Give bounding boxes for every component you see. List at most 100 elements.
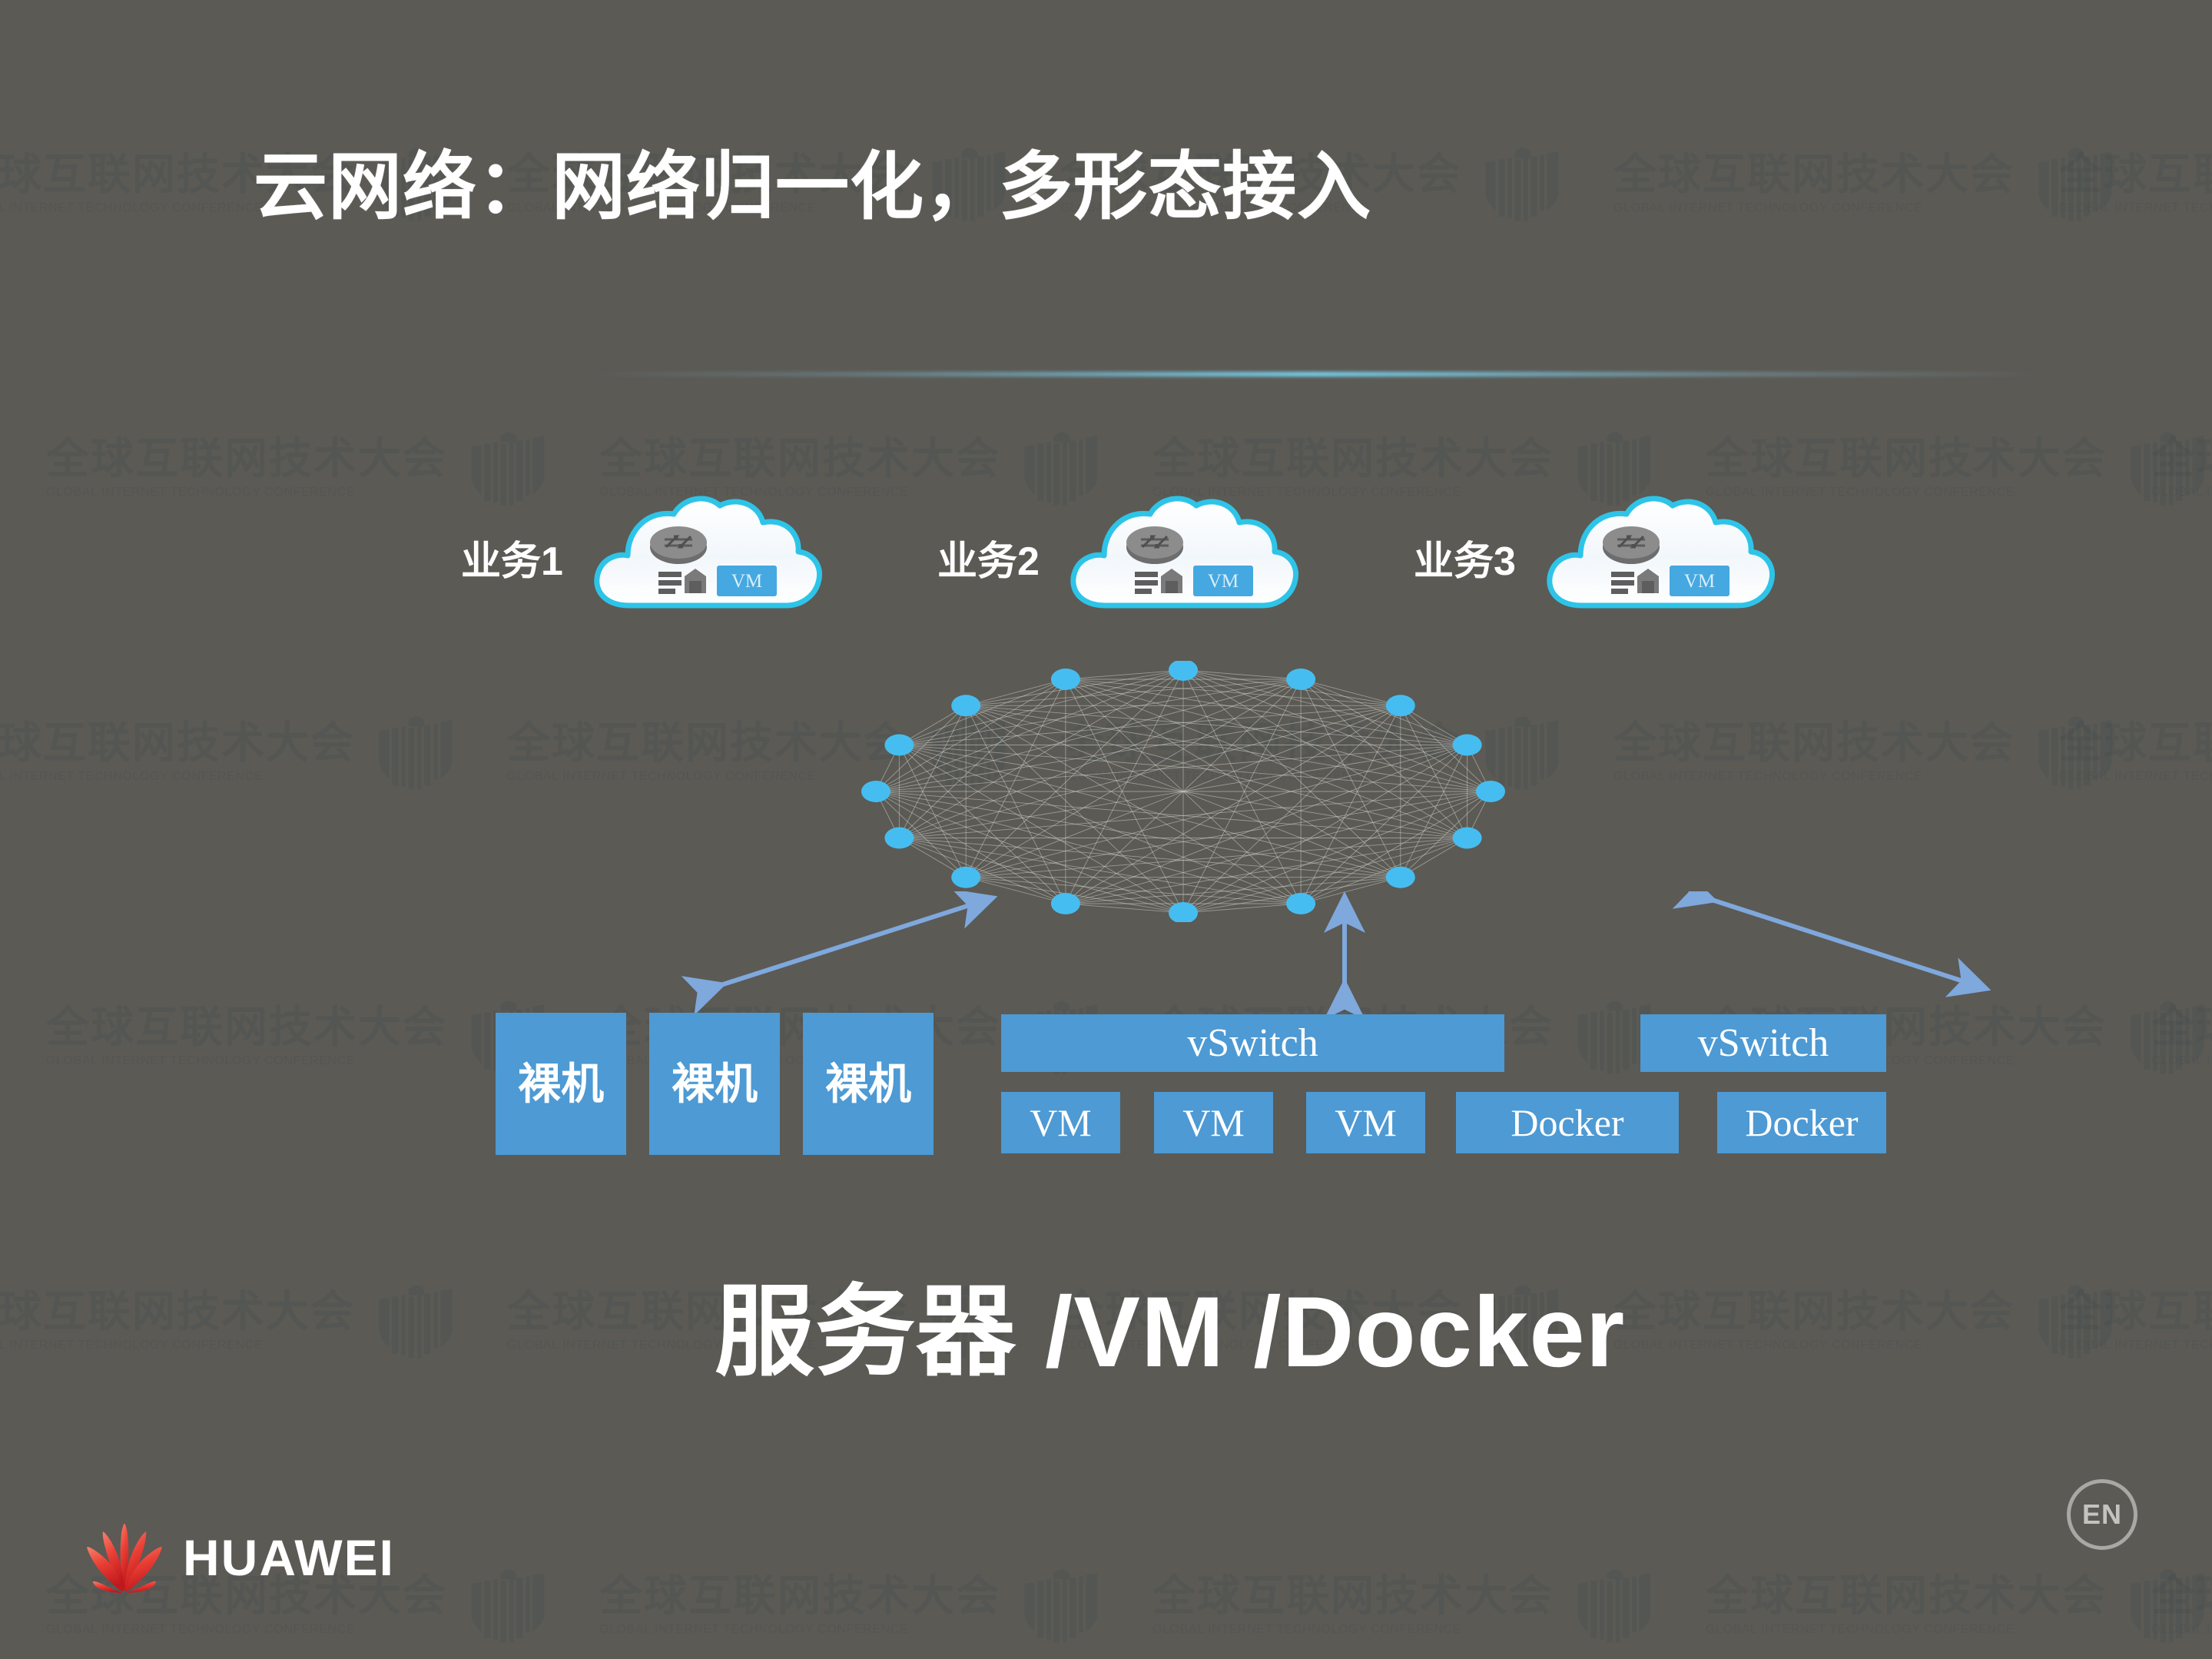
- vm-box[interactable]: VM: [1001, 1092, 1120, 1153]
- bare-metal-box[interactable]: 裸机: [803, 1013, 934, 1155]
- mesh-node: [884, 827, 914, 849]
- mesh-node: [1452, 734, 1482, 756]
- watermark-tile: 全球互联网技术大会 GLOBAL INTERNET TECHNOLOGY CON…: [2151, 426, 2212, 509]
- watermark-en: GLOBAL INTERNET TECHNOLOGY CONFERENCE: [2151, 1623, 2212, 1636]
- arrow-left: [681, 891, 998, 1016]
- watermark-cn: 全球互联网技术大会: [2059, 718, 2212, 767]
- mesh-node: [951, 695, 981, 717]
- watermark-tile: 全球互联网技术大会 GLOBAL INTERNET TECHNOLOGY CON…: [46, 995, 550, 1078]
- watermark-cn: 全球互联网技术大会: [46, 434, 447, 483]
- server-icon: [658, 569, 706, 594]
- watermark-tile: 全球互联网技术大会 GLOBAL INTERNET TECHNOLOGY CON…: [2059, 711, 2212, 794]
- network-fabric-mesh: [845, 661, 1521, 922]
- watermark-en: GLOBAL INTERNET TECHNOLOGY CONFERENCE: [2059, 770, 2212, 783]
- watermark-tile: 全球互联网技术大会 GLOBAL INTERNET TECHNOLOGY CON…: [1613, 1279, 2117, 1362]
- arrow-right: [1672, 891, 1991, 997]
- watermark-cn: 全球互联网技术大会: [1613, 1287, 2015, 1335]
- mesh-node: [951, 866, 981, 888]
- watermark-en: GLOBAL INTERNET TECHNOLOGY CONFERENCE: [1152, 1623, 1462, 1636]
- mesh-node: [1286, 669, 1316, 690]
- watermark-cn: 全球互联网技术大会: [2059, 1287, 2212, 1335]
- watermark-en: GLOBAL INTERNET TECHNOLOGY CONFERENCE: [1706, 1623, 2015, 1636]
- huawei-logo: HUAWEI: [85, 1518, 395, 1598]
- mesh-node: [1385, 695, 1415, 717]
- watermark-en: GLOBAL INTERNET TECHNOLOGY CONFERENCE: [2059, 201, 2212, 214]
- mesh-node: [1169, 661, 1198, 681]
- watermark-cn: 全球互联网技术大会: [2151, 1571, 2212, 1620]
- vm-box[interactable]: VM: [1154, 1092, 1273, 1153]
- watermark-en: GLOBAL INTERNET TECHNOLOGY CONFERENCE: [46, 486, 356, 499]
- watermark-cn: 全球互联网技术大会: [1613, 150, 2015, 198]
- cloud-icon: VM: [585, 492, 838, 622]
- cloud-icon: VM: [1537, 492, 1791, 622]
- service-label: 业务1: [461, 539, 563, 584]
- server-icon: [1134, 569, 1182, 594]
- mesh-links: [875, 669, 1491, 914]
- watermark-cn: 全球互联网技术大会: [599, 434, 1000, 483]
- vm-chip: VM: [716, 566, 777, 596]
- watermark-en: GLOBAL INTERNET TECHNOLOGY CONFERENCE: [2059, 1339, 2212, 1352]
- service-group-1: 业务1: [461, 492, 838, 622]
- watermark-cn: 全球互联网技术大会: [1152, 434, 1554, 483]
- cloud-icon: VM: [1061, 492, 1315, 622]
- vswitch-box[interactable]: vSwitch: [1640, 1014, 1886, 1072]
- router-icon: [1126, 526, 1183, 564]
- watermark-tile: 全球互联网技术大会 GLOBAL INTERNET TECHNOLOGY CON…: [2151, 995, 2212, 1078]
- huawei-wordmark: HUAWEI: [183, 1529, 395, 1586]
- watermark-cn: 全球互联网技术大会: [2151, 1003, 2212, 1051]
- page-title: 云网络：网络归一化，多形态接入: [254, 146, 1371, 228]
- server-icon: [1610, 569, 1659, 594]
- cloud-vm-label: VM: [731, 571, 762, 592]
- watermark-en: GLOBAL INTERNET TECHNOLOGY CONFERENCE: [2151, 1054, 2212, 1067]
- watermark-cn: 全球互联网技术大会: [599, 1571, 1000, 1620]
- service-group-2: 业务2: [937, 492, 1315, 622]
- mesh-node: [861, 781, 890, 802]
- watermark-tile: 全球互联网技术大会 GLOBAL INTERNET TECHNOLOGY CON…: [2059, 1279, 2212, 1362]
- router-icon: [649, 526, 707, 564]
- mesh-node: [1169, 902, 1198, 922]
- huawei-petals-icon: [87, 1523, 162, 1593]
- watermark-tile: 全球互联网技术大会 GLOBAL INTERNET TECHNOLOGY CON…: [1706, 1564, 2210, 1647]
- bare-metal-box[interactable]: 裸机: [496, 1013, 626, 1155]
- watermark-tile: 全球互联网技术大会 GLOBAL INTERNET TECHNOLOGY CON…: [1613, 711, 2117, 794]
- mesh-node: [1286, 893, 1316, 914]
- bare-metal-box[interactable]: 裸机: [649, 1013, 780, 1155]
- watermark-cn: 全球互联网技术大会: [2151, 434, 2212, 483]
- watermark-cn: 全球互联网技术大会: [1613, 718, 2015, 767]
- watermark-en: GLOBAL INTERNET TECHNOLOGY CONFERENCE: [1613, 201, 1923, 214]
- docker-box[interactable]: Docker: [1456, 1092, 1679, 1153]
- service-label: 业务2: [937, 539, 1040, 584]
- watermark-en: GLOBAL INTERNET TECHNOLOGY CONFERENCE: [599, 1623, 909, 1636]
- watermark-en: GLOBAL INTERNET TECHNOLOGY CONFERENCE: [2151, 486, 2212, 499]
- mesh-node: [884, 734, 914, 756]
- watermark-en: GLOBAL INTERNET TECHNOLOGY CONFERENCE: [46, 1623, 356, 1636]
- watermark-tile: 全球互联网技术大会 GLOBAL INTERNET TECHNOLOGY CON…: [1613, 142, 2117, 225]
- watermark-cn: 全球互联网技术大会: [1706, 1571, 2107, 1620]
- watermark-en: GLOBAL INTERNET TECHNOLOGY CONFERENCE: [1613, 1339, 1923, 1352]
- docker-box[interactable]: Docker: [1717, 1092, 1886, 1153]
- section-caption: 服务器 /VM /Docker: [715, 1276, 1626, 1388]
- vm-chip: VM: [1192, 566, 1253, 596]
- watermark-en: GLOBAL INTERNET TECHNOLOGY CONFERENCE: [46, 1054, 356, 1067]
- watermark-cn: 全球互联网技术大会: [1706, 434, 2107, 483]
- watermark-tile: 全球互联网技术大会 GLOBAL INTERNET TECHNOLOGY CON…: [0, 711, 458, 794]
- watermark-cn: 全球互联网技术大会: [2059, 150, 2212, 198]
- fabric-to-host-arrows: [630, 891, 2136, 1030]
- watermark-en: GLOBAL INTERNET TECHNOLOGY CONFERENCE: [0, 770, 264, 783]
- watermark-en: GLOBAL INTERNET TECHNOLOGY CONFERENCE: [1613, 770, 1923, 783]
- language-badge[interactable]: EN: [2067, 1479, 2137, 1550]
- cloud-vm-label: VM: [1208, 571, 1239, 592]
- vm-box[interactable]: VM: [1306, 1092, 1425, 1153]
- watermark-en: GLOBAL INTERNET TECHNOLOGY CONFERENCE: [0, 1339, 264, 1352]
- service-label: 业务3: [1414, 539, 1516, 584]
- watermark-cn: 全球互联网技术大会: [1152, 1571, 1554, 1620]
- watermark-cn: 全球互联网技术大会: [46, 1003, 447, 1051]
- vswitch-box[interactable]: vSwitch: [1001, 1014, 1504, 1072]
- cloud-vm-label: VM: [1684, 571, 1715, 592]
- mesh-nodes: [861, 661, 1505, 922]
- watermark-cn: 全球互联网技术大会: [0, 718, 355, 767]
- watermark-cn: 全球互联网技术大会: [0, 1287, 355, 1335]
- watermark-tile: 全球互联网技术大会 GLOBAL INTERNET TECHNOLOGY CON…: [2151, 1564, 2212, 1647]
- vm-chip: VM: [1669, 566, 1729, 596]
